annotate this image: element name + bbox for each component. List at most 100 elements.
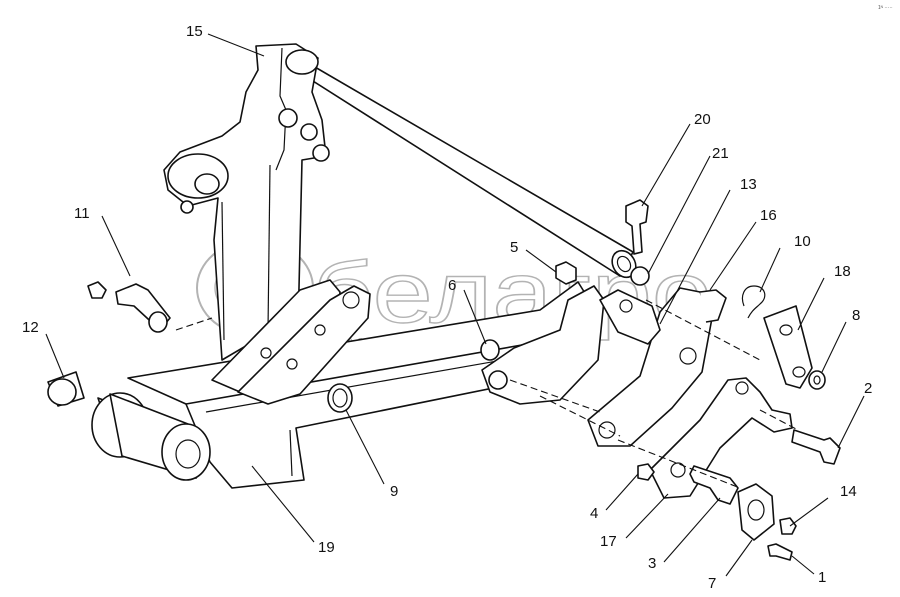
- clevis-hole-1: [260, 347, 272, 359]
- clevis-hole-4: [342, 291, 360, 309]
- cross-shaft: [282, 55, 634, 277]
- arm-tube-bore: [175, 439, 201, 469]
- frame-nut-c: [312, 144, 330, 162]
- plate-part-18: [763, 305, 813, 389]
- bracket-hole-a: [598, 421, 616, 439]
- bracket-notch: [699, 289, 727, 323]
- assembly-lines: [175, 299, 799, 489]
- bushing-part-6: [480, 339, 500, 361]
- callout-15: 15: [186, 23, 203, 40]
- assembly-line-b: [509, 379, 601, 413]
- ring-part-9-inner: [332, 388, 348, 408]
- callout-labels: 1 2 3 4 5 6 7 8 9 10 11 12 13 14 15 16 1…: [22, 23, 872, 592]
- leader-lines: [45, 33, 865, 577]
- leader-12: [45, 333, 65, 379]
- leader-14: [789, 497, 829, 527]
- washer-part-8-hole: [813, 375, 821, 385]
- nut-part-5: [555, 261, 577, 285]
- leader-11: [101, 215, 131, 277]
- leader-13: [659, 189, 731, 325]
- hinge-pin-head: [148, 311, 168, 333]
- nut-part-21: [630, 266, 650, 286]
- plate-hole-a: [779, 324, 793, 336]
- upper-frame-part-15: [163, 43, 637, 361]
- pin-part-3: [689, 465, 739, 505]
- frame-lug-left-boss: [194, 173, 220, 195]
- bolt-part-1: [767, 543, 793, 561]
- frame-top-boss: [285, 49, 319, 75]
- frame-nut-b: [300, 123, 318, 141]
- callout-4: 4: [590, 505, 598, 522]
- bracket-part-13: [587, 287, 727, 447]
- bracket-hole-b: [679, 347, 697, 365]
- cross-shaft-end-inner: [616, 255, 632, 273]
- callout-6: 6: [448, 277, 456, 294]
- plate-hole-b: [792, 366, 806, 378]
- callout-20: 20: [694, 111, 711, 128]
- latch-lever-part-16: [649, 377, 793, 499]
- callout-10: 10: [794, 233, 811, 250]
- callout-1: 1: [818, 569, 826, 586]
- leader-16: [709, 221, 757, 291]
- leader-10: [759, 247, 781, 293]
- pin-cluster-hole: [619, 299, 633, 313]
- callout-12: 12: [22, 319, 39, 336]
- frame-edge-3: [267, 164, 271, 331]
- leader-17: [625, 493, 669, 539]
- callout-16: 16: [760, 207, 777, 224]
- bolt-part-2: [791, 429, 841, 465]
- clevis-hole-2: [286, 358, 298, 370]
- leader-4: [605, 473, 639, 511]
- callout-2: 2: [864, 380, 872, 397]
- arm-tube-end: [161, 423, 211, 481]
- callout-7: 7: [708, 575, 716, 592]
- nut-part-4: [637, 463, 655, 481]
- leader-9: [345, 409, 385, 485]
- leader-20: [641, 123, 691, 207]
- callout-13: 13: [740, 176, 757, 193]
- callout-14: 14: [840, 483, 857, 500]
- leader-7: [725, 539, 753, 577]
- leader-6: [463, 289, 487, 345]
- retainer-part-7: [737, 483, 775, 541]
- corner-mark: 1ᴺ ·····: [878, 5, 893, 11]
- arm-clevis-right: [237, 285, 371, 405]
- lever-hole-b: [735, 381, 749, 395]
- frame-nut-d: [180, 200, 194, 214]
- nut-part-14: [779, 517, 797, 535]
- small-components: [47, 199, 841, 561]
- callout-17: 17: [600, 533, 617, 550]
- leader-3: [663, 497, 721, 563]
- nut-part-11b: [87, 281, 107, 299]
- leader-2: [837, 395, 865, 449]
- bushing-part-12-end: [47, 378, 77, 406]
- frame-nut-a: [278, 108, 298, 128]
- leader-19: [251, 465, 315, 543]
- assembly-line-c: [539, 395, 621, 437]
- assembly-line-a: [175, 317, 213, 331]
- retainer-hole: [747, 499, 765, 521]
- leader-1: [791, 555, 815, 575]
- callout-8: 8: [852, 307, 860, 324]
- callout-19: 19: [318, 539, 335, 556]
- leader-5: [525, 249, 557, 273]
- leader-8: [821, 321, 847, 373]
- spring-clip-part-10: [741, 285, 766, 319]
- leader-15: [207, 33, 265, 57]
- frame-edge-2: [221, 201, 225, 341]
- arm-edge-mid: [289, 429, 293, 477]
- arm-right-hole: [488, 370, 508, 390]
- leader-21: [647, 155, 711, 275]
- lever-body: [649, 377, 793, 499]
- callout-9: 9: [390, 483, 398, 500]
- callout-18: 18: [834, 263, 851, 280]
- callout-11: 11: [74, 205, 90, 222]
- leader-18: [797, 277, 825, 331]
- assembly-line-f: [759, 409, 799, 431]
- clevis-hole-3: [314, 324, 326, 336]
- callout-5: 5: [510, 239, 518, 256]
- lever-hole-a: [670, 462, 686, 478]
- lower-arm-part-19: [91, 279, 605, 489]
- ring-part-9: [327, 383, 353, 413]
